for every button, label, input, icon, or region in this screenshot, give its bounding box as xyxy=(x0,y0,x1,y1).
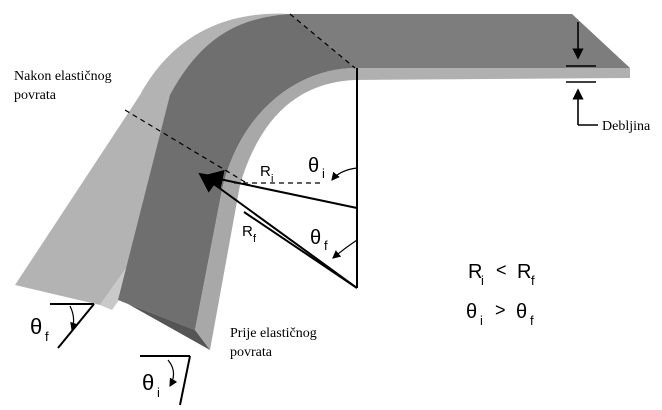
radius-f-label: R f xyxy=(242,223,257,245)
relation-radius-left-sub: i xyxy=(481,273,484,288)
flat-sheet xyxy=(290,14,630,80)
thickness-label: Debljina xyxy=(602,119,651,134)
relation-radius-right: R xyxy=(517,261,531,283)
relation-angle-left: θ xyxy=(466,301,477,323)
theta-f-marker xyxy=(50,303,95,349)
before-springback-line2: povrata xyxy=(230,345,273,360)
theta-sub-i: i xyxy=(157,385,160,400)
radius-sub-i: i xyxy=(271,173,273,185)
radius-sub-f: f xyxy=(253,233,257,245)
theta-symbol: θ xyxy=(310,227,321,249)
label-after-springback: Nakon elastičnog povrata xyxy=(14,69,112,103)
thickness-indicator xyxy=(566,22,598,126)
theta-symbol: θ xyxy=(308,155,319,177)
relation-angle-right-sub: f xyxy=(530,313,534,328)
bend-boundary-lines xyxy=(124,13,356,189)
theta-sub-f: f xyxy=(324,238,328,253)
theta-i-center-label: θ i xyxy=(308,155,325,181)
relation-angle-operator: > xyxy=(495,300,506,320)
theta-sub-i: i xyxy=(322,166,325,181)
after-springback-line2: povrata xyxy=(14,88,57,103)
before-springback-line1: Prije elastičnog xyxy=(230,326,317,341)
relation-radius-operator: < xyxy=(496,260,507,280)
theta-i-corner-label: θ i xyxy=(142,370,160,400)
relation-radius-left: R xyxy=(468,261,482,283)
theta-f-center-label: θ f xyxy=(310,227,328,253)
relation-angle: θ i > θ f xyxy=(466,300,534,328)
theta-symbol: θ xyxy=(142,370,154,395)
theta-symbol: θ xyxy=(30,314,42,339)
theta-sub-f: f xyxy=(45,329,49,344)
relation-angle-left-sub: i xyxy=(480,313,483,328)
after-springback-line1: Nakon elastičnog xyxy=(14,69,112,84)
sheet-before-springback xyxy=(118,14,355,350)
relation-radius: R i < R f xyxy=(468,260,535,288)
radius-symbol: R xyxy=(242,223,253,240)
theta-f-corner-label: θ f xyxy=(30,314,49,344)
theta-i-marker xyxy=(140,355,191,406)
relation-angle-right: θ xyxy=(516,301,527,323)
label-before-springback: Prije elastičnog povrata xyxy=(230,326,317,360)
radius-symbol: R xyxy=(260,163,271,180)
construction-lines xyxy=(198,68,358,289)
relation-radius-right-sub: f xyxy=(531,273,535,288)
radius-i-label: R i xyxy=(260,163,273,185)
angle-arcs xyxy=(331,167,358,259)
